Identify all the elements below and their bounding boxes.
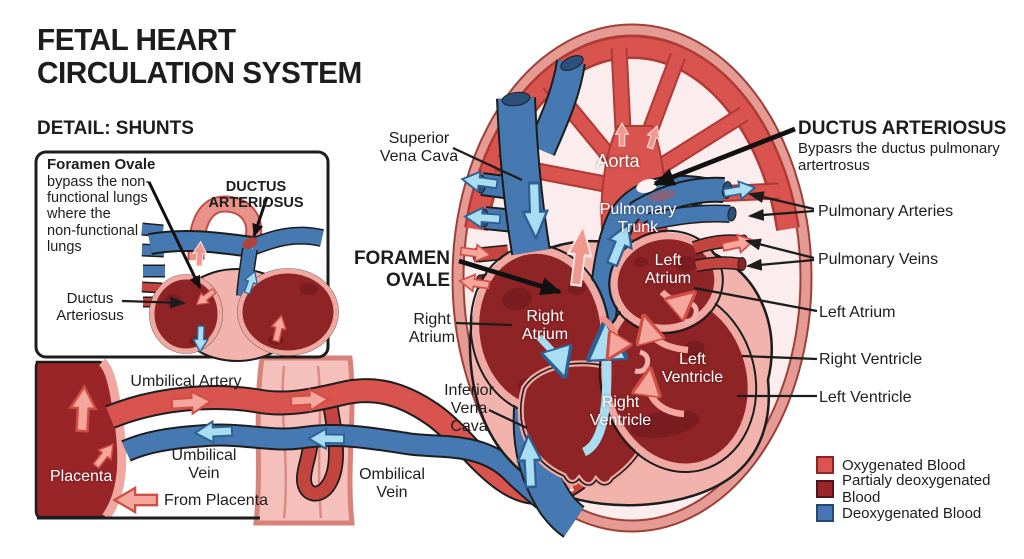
- legend-label: Partialy deoxygenated Blood: [842, 472, 991, 506]
- flow-arrows: [457, 168, 758, 490]
- label-from-placenta: From Placenta: [164, 492, 269, 509]
- label-left-ventricle-inner: Left Ventricle: [661, 351, 724, 386]
- foramen-ovale-box-desc: bypass the non- functional lungs where t…: [47, 174, 151, 255]
- label-left-atrium-inner: Left Atrium: [644, 252, 692, 287]
- label-right-ventricle-right: Right Ventricle: [819, 351, 923, 368]
- label-pulmonary-veins: Pulmonary Veins: [818, 251, 939, 268]
- legend-swatch-oxygenated: [816, 456, 834, 474]
- label-inferior-vena-cava: Inferior Vena Cava: [444, 382, 494, 435]
- label-placenta: Placenta: [50, 468, 113, 485]
- detail-shunts-box: [34, 150, 339, 362]
- placenta-block: [34, 358, 260, 520]
- legend: Oxygenated Blood Partialy deoxygenated B…: [816, 453, 1024, 525]
- label-left-atrium-right: Left Atrium: [819, 304, 896, 321]
- legend-item-partially-deoxygenated: Partialy deoxygenated Blood: [816, 472, 1024, 506]
- label-pulmonary-arteries: Pulmonary Arteries: [818, 203, 954, 220]
- label-foramen-ovale: FORAMEN OVALE: [353, 248, 450, 291]
- leader-lines: [121, 146, 818, 430]
- legend-label: Deoxygenated Blood: [842, 504, 982, 522]
- label-ombilical-vein: Ombilical Vein: [359, 466, 425, 501]
- label-umbilical-vein: Umbilical Vein: [171, 447, 237, 482]
- legend-swatch-deoxygenated: [816, 504, 834, 522]
- legend-item-oxygenated: Oxygenated Blood: [816, 453, 1024, 477]
- label-right-atrium-inner: Right Atrium: [521, 308, 569, 343]
- legend-label: Oxygenated Blood: [842, 456, 966, 474]
- label-ductus-arteriosus-desc: Bypasrs the ductus pulmonary artertrosus: [798, 140, 1000, 174]
- legend-item-deoxygenated: Deoxygenated Blood: [816, 501, 1024, 525]
- heart: [457, 55, 773, 538]
- callout-arrows: [147, 126, 796, 296]
- label-pulmonary-trunk: Pulmonary Trunk: [599, 201, 677, 236]
- label-right-ventricle-inner: Right Ventricle: [589, 394, 652, 429]
- label-left-ventricle-right: Left Ventricle: [819, 389, 912, 406]
- label-ductus-arteriosus-title: DUCTUS ARTERIOSUS: [798, 118, 1007, 139]
- ductus-arteriosus-box-label: Ductus Arteriosus: [56, 290, 124, 324]
- label-right-atrium-outer: Right Atrium: [408, 311, 456, 346]
- label-superior-vena-cava: Superior Vena Cava: [379, 130, 459, 165]
- label-aorta: Aorta: [596, 151, 640, 171]
- ombilical-vein-hook: [297, 402, 343, 500]
- detail-shunts-heading: DETAIL: SHUNTS: [37, 118, 194, 139]
- superior-vena-cava-vessel: [496, 55, 586, 256]
- ductus-arteriosus-box-title: DUCTUS ARTERIOSUS: [208, 179, 304, 212]
- legend-swatch-partially-deoxygenated: [816, 480, 834, 498]
- label-umbilical-artery: Umbilical Artery: [130, 373, 242, 390]
- page-title: FETAL HEART CIRCULATION SYSTEM: [37, 22, 362, 90]
- ductus-arteriosus-notch: [636, 178, 658, 194]
- right-pulmonary-artery-stubs: [628, 176, 737, 231]
- foramen-ovale-box-title: Foramen Ovale: [47, 156, 156, 173]
